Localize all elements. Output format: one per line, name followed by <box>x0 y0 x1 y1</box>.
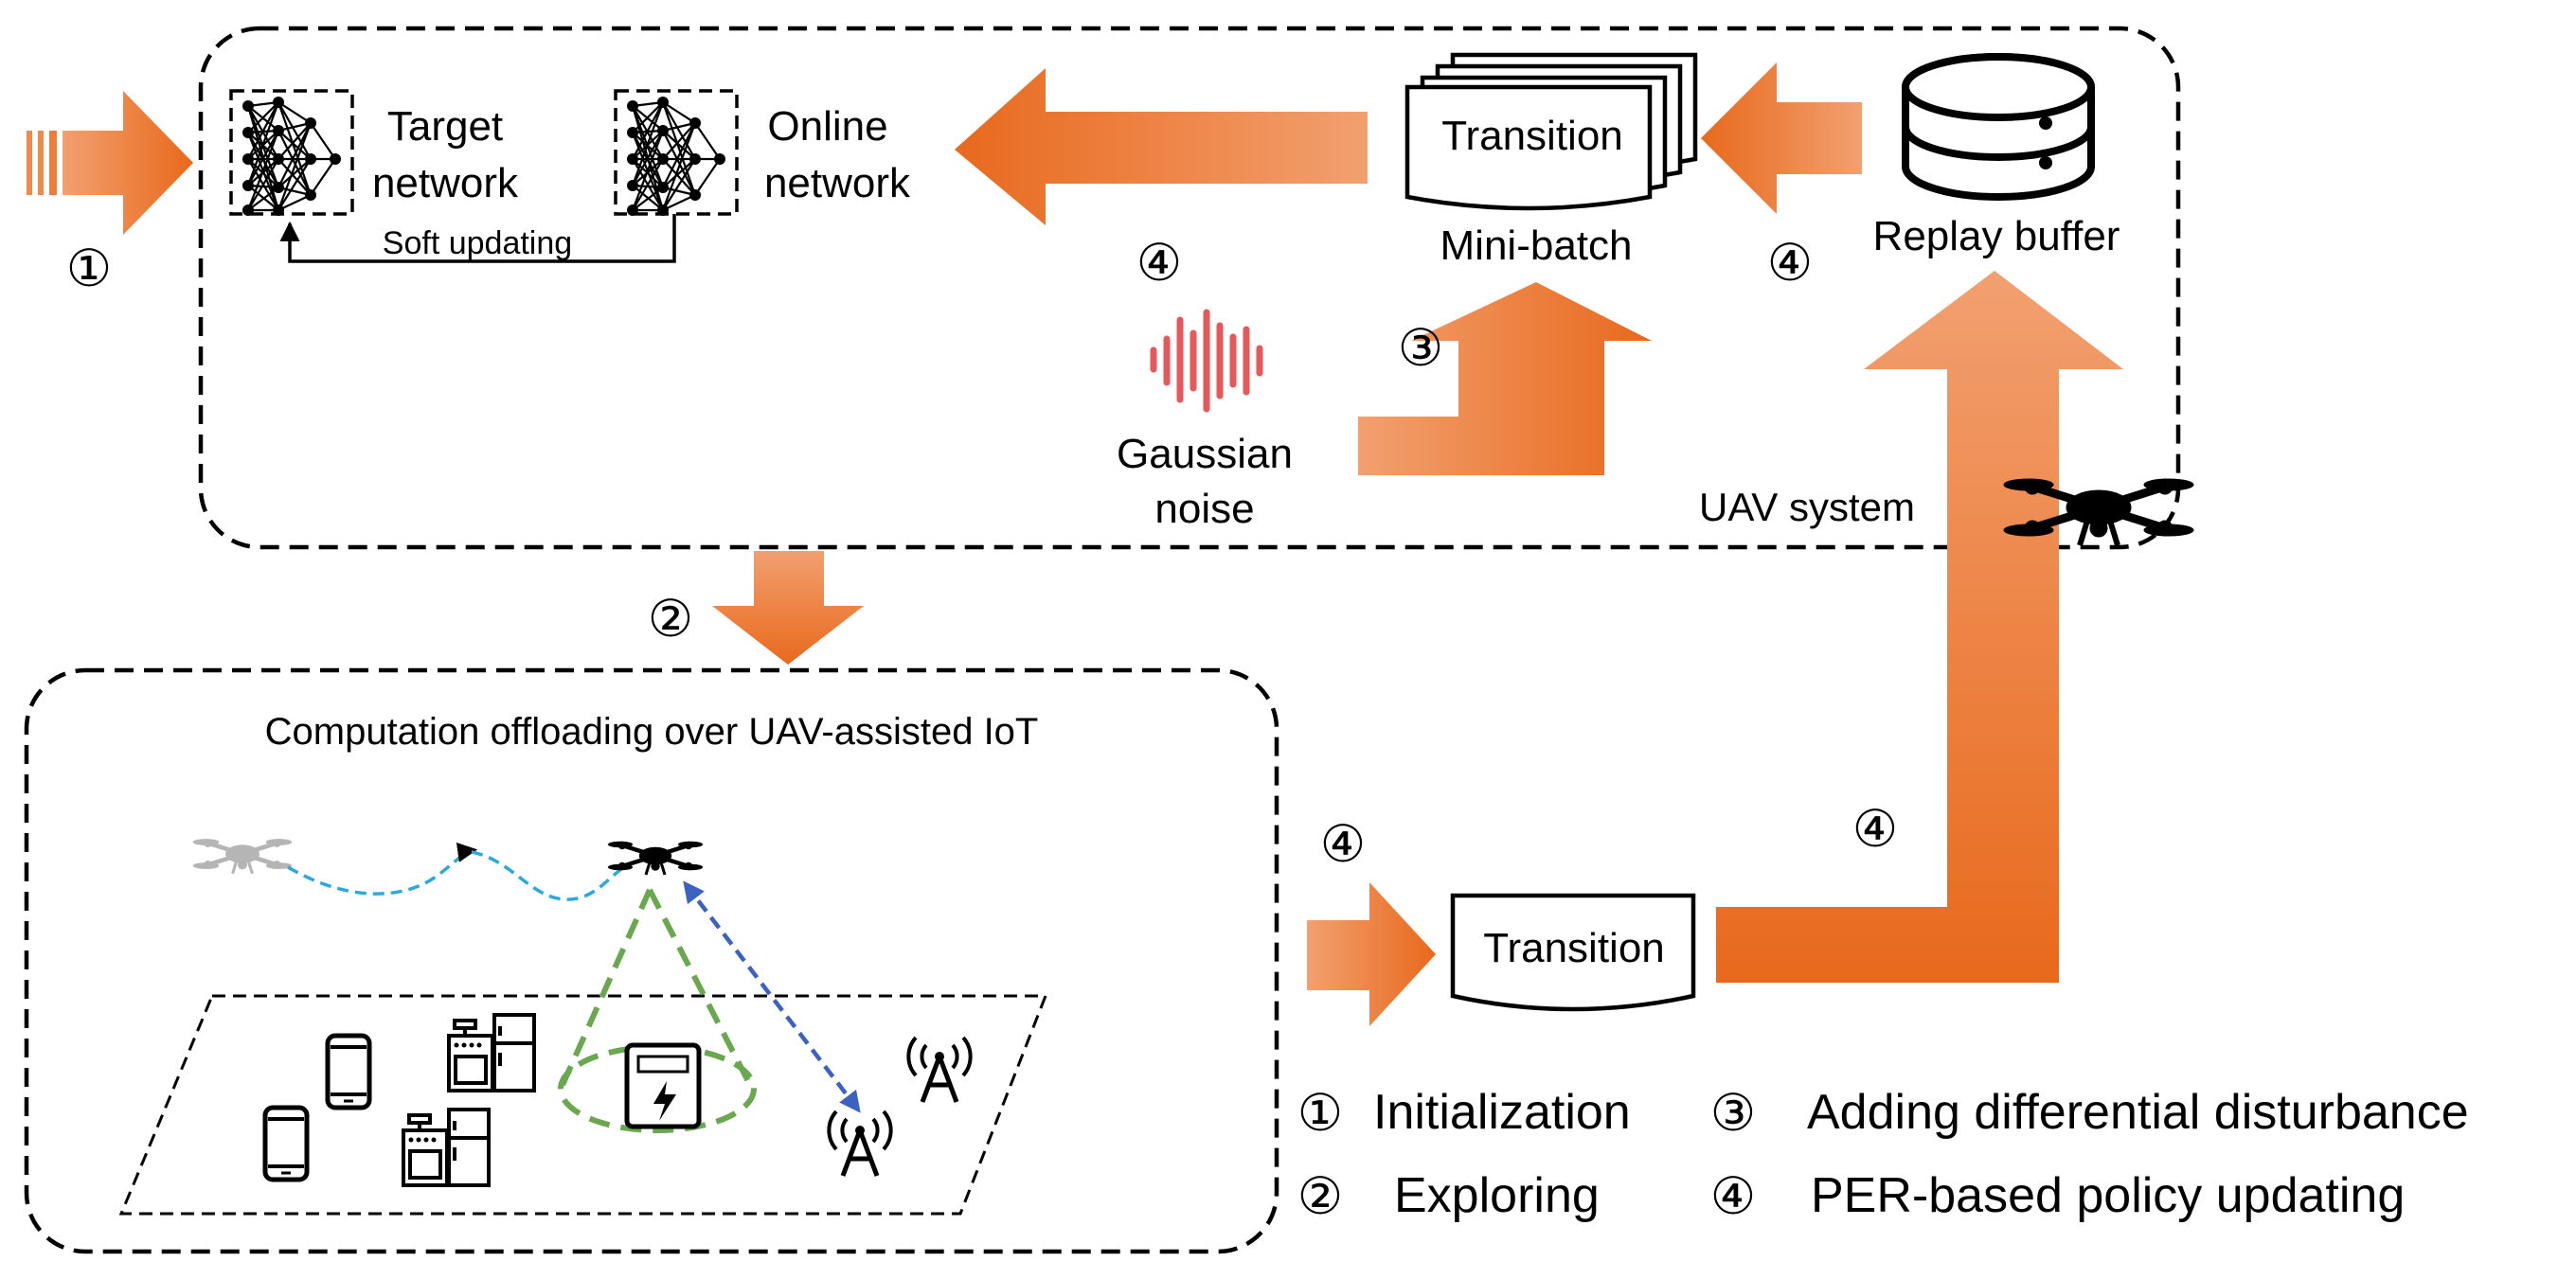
step-marker-exploring: ② <box>648 591 693 648</box>
step-marker-policy-update-1: ④ <box>1136 235 1182 292</box>
replay-buffer-label: Replay buffer <box>1873 213 2120 259</box>
exploring-arrow <box>712 551 864 665</box>
soft-updating-connector <box>279 214 676 263</box>
uav-system-label: UAV system <box>1699 485 1915 529</box>
step-marker-policy-update-3: ④ <box>1320 816 1366 873</box>
online-network-label-2: network <box>764 160 911 206</box>
soft-updating-label: Soft updating <box>383 225 572 261</box>
transition-label-bottom: Transition <box>1483 925 1665 971</box>
mini-batch-to-online-arrow <box>955 68 1368 225</box>
step-marker-initialization: ① <box>66 240 112 297</box>
online-network-label-1: Online <box>767 103 887 150</box>
step-marker-disturbance: ③ <box>1398 320 1443 377</box>
uav-tower-link <box>683 880 861 1113</box>
legend-marker-4: ④ <box>1710 1168 1756 1225</box>
online-network: Online network <box>614 89 911 218</box>
antenna-tower-icon <box>829 1111 890 1176</box>
transition-label-top: Transition <box>1441 113 1623 159</box>
appliance-icon <box>447 1013 536 1092</box>
iot-offloading-box <box>24 667 1279 1254</box>
drone-icon <box>608 842 703 875</box>
step-marker-policy-update-2: ④ <box>1767 235 1813 292</box>
noise-to-minibatch-arrow <box>1358 282 1652 475</box>
drone-icon <box>193 839 292 873</box>
step-marker-policy-update-4: ④ <box>1852 801 1898 858</box>
legend-marker-3: ③ <box>1710 1085 1756 1142</box>
target-network-label-1: Target <box>387 103 503 150</box>
replay-to-minibatch-arrow <box>1701 62 1862 214</box>
neural-network-icon <box>625 95 727 218</box>
uav-trajectory-2 <box>471 850 623 901</box>
neural-network-icon <box>241 95 343 218</box>
initialization-arrow <box>27 91 193 235</box>
legend-marker-2: ② <box>1297 1168 1343 1225</box>
iot-to-transition-arrow <box>1307 882 1436 1026</box>
smart-meter-icon <box>624 1042 702 1129</box>
gaussian-noise-label-1: Gaussian <box>1117 431 1293 477</box>
legend-label-4: PER-based policy updating <box>1811 1168 2405 1223</box>
smartphone-icon <box>265 1108 307 1180</box>
smartphone-icon <box>328 1036 369 1108</box>
legend-label-2: Exploring <box>1394 1168 1600 1223</box>
antenna-tower-icon <box>908 1038 970 1102</box>
ground-plane <box>118 994 1048 1216</box>
appliance-icon <box>402 1108 491 1187</box>
gaussian-noise-label-2: noise <box>1154 486 1254 532</box>
target-network-label-2: network <box>372 160 519 206</box>
uav-trajectory <box>287 843 478 896</box>
database-icon <box>1902 53 2095 201</box>
iot-box-title: Computation offloading over UAV-assisted… <box>265 711 1039 753</box>
uav-system-box <box>198 26 2181 550</box>
sound-wave-icon <box>1150 309 1263 413</box>
transition-document: Transition <box>1450 893 1696 1012</box>
legend-label-1: Initialization <box>1373 1085 1631 1140</box>
legend-label-3: Adding differential disturbance <box>1807 1085 2469 1140</box>
transition-to-replay-arrow <box>1716 271 2123 983</box>
legend: ① Initialization ② Exploring ③ Adding di… <box>1297 1085 2469 1225</box>
mini-batch-label: Mini-batch <box>1440 222 1633 269</box>
legend-marker-1: ① <box>1297 1085 1343 1142</box>
transition-stack: Transition <box>1404 52 1698 211</box>
target-network: Target network <box>229 89 519 218</box>
